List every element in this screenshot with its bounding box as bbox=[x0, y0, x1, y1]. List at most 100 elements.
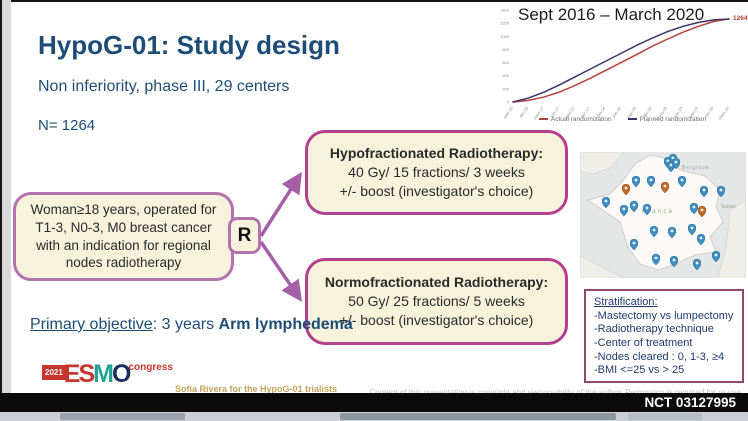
arm-normo-boost: +/- boost (investigator's choice) bbox=[339, 311, 534, 328]
map-pin-icon bbox=[700, 186, 708, 197]
nct-number: NCT 03127995 bbox=[644, 395, 736, 410]
timeline-segment[interactable] bbox=[628, 413, 702, 420]
svg-text:déc-16: déc-16 bbox=[518, 105, 530, 119]
map-pin-icon bbox=[632, 176, 640, 187]
stratification-item: -Radiotherapy technique bbox=[594, 323, 714, 336]
logo-letter: M bbox=[93, 360, 114, 388]
arm-normo-title: Normofractionated Radiotherapy: bbox=[324, 274, 549, 291]
esmo-congress-logo: 2021 ESMO congress bbox=[42, 362, 173, 387]
map-pin-highlight-icon bbox=[622, 184, 630, 195]
map-land-north bbox=[580, 152, 625, 175]
map-pin-icon bbox=[693, 259, 701, 270]
stratification-title: Stratification: bbox=[594, 296, 658, 308]
legend-label: Actual randomization bbox=[550, 116, 612, 123]
frame-left-edge bbox=[0, 0, 2, 421]
timeline-segment[interactable] bbox=[60, 413, 185, 420]
eligibility-criteria-text: Woman≥18 years, operated for T1-3, N0-3,… bbox=[30, 202, 217, 271]
nct-bar: NCT 03127995 bbox=[0, 393, 748, 412]
map-pin-icon bbox=[630, 239, 638, 250]
map-pin-icon bbox=[630, 201, 638, 212]
svg-text:déc-18: déc-18 bbox=[642, 105, 654, 119]
legend-swatch bbox=[627, 118, 637, 121]
video-timeline[interactable] bbox=[0, 412, 748, 421]
svg-text:1200: 1200 bbox=[500, 21, 510, 26]
map-france-shape bbox=[586, 154, 724, 271]
svg-text:0: 0 bbox=[507, 100, 510, 105]
stratification-item: -BMI <=25 vs > 25 bbox=[594, 364, 685, 377]
legend-item: Planned randomization bbox=[627, 116, 707, 123]
randomization-arrows bbox=[259, 172, 302, 302]
chart-legend: Actual randomization Planned randomizatio… bbox=[497, 116, 748, 123]
map-label-belgique: Belgique bbox=[682, 165, 710, 171]
arm-hypo-dose: 40 Gy/ 15 fractions/ 3 weeks bbox=[348, 164, 525, 181]
map-pin-highlight-icon bbox=[698, 206, 706, 217]
frame-left-gutter bbox=[2, 0, 11, 421]
svg-text:déc-19: déc-19 bbox=[703, 105, 715, 119]
frame-top-edge bbox=[0, 0, 748, 2]
presenter-credit: Sofia Rivera for the HypoG-01 trialists bbox=[175, 384, 338, 394]
legend-swatch bbox=[538, 118, 548, 121]
map-pin-icon bbox=[688, 224, 696, 235]
series-actual-randomization bbox=[512, 18, 730, 103]
map-pin-icon bbox=[717, 186, 725, 197]
svg-text:800: 800 bbox=[502, 47, 509, 52]
svg-text:1400: 1400 bbox=[500, 8, 510, 13]
logo-congress-suffix: congress bbox=[128, 362, 173, 373]
svg-text:600: 600 bbox=[502, 60, 509, 65]
stratification-box: Stratification: -Mastectomy vs lumpectom… bbox=[584, 289, 744, 383]
centers-map: France Belgique Suisse bbox=[580, 152, 746, 278]
map-label-suisse: Suisse bbox=[721, 204, 737, 210]
eligibility-criteria-box: Woman≥18 years, operated for T1-3, N0-3,… bbox=[13, 192, 234, 281]
primary-objective-mid: : 3 years bbox=[152, 316, 219, 333]
arm-hypo-boost: +/- boost (investigator's choice) bbox=[339, 182, 534, 199]
map-pin-highlight-icon bbox=[661, 182, 669, 193]
svg-text:400: 400 bbox=[502, 73, 509, 78]
svg-text:1000: 1000 bbox=[500, 34, 510, 39]
map-pin-icon bbox=[670, 256, 678, 267]
logo-letter: E bbox=[63, 360, 81, 388]
arrow-to-hypo bbox=[259, 172, 302, 237]
slide-title: HypoG-01: Study design bbox=[38, 30, 340, 60]
arm-hypofractionated-box: Hypofractionated Radiotherapy: 40 Gy/ 15… bbox=[305, 130, 568, 215]
randomization-label: R bbox=[237, 224, 252, 246]
svg-text:déc-17: déc-17 bbox=[580, 105, 592, 119]
map-pin-icon bbox=[620, 205, 628, 216]
slide-subtitle: Non inferiority, phase III, 29 centers bbox=[38, 78, 290, 95]
map-pin-icon bbox=[602, 197, 610, 208]
copyright-notice: Content of this presentation is copyrigh… bbox=[369, 388, 743, 397]
map-pin-icon bbox=[643, 204, 651, 215]
stratification-item: -Center of treatment bbox=[594, 336, 693, 349]
series-planned-randomization bbox=[512, 18, 730, 103]
legend-item: Actual randomization bbox=[538, 116, 612, 123]
arrow-to-normo bbox=[259, 241, 302, 302]
map-pin-icon bbox=[668, 227, 676, 238]
randomization-box: R bbox=[228, 217, 261, 254]
map-label-france: France bbox=[642, 208, 675, 215]
stratification-item: -Mastectomy vs lumpectomy bbox=[594, 309, 734, 322]
esmo-wordmark: ESMO bbox=[63, 360, 132, 388]
svg-text:200: 200 bbox=[502, 86, 509, 91]
arm-normofractionated-box: Normofractionated Radiotherapy: 50 Gy/ 2… bbox=[305, 258, 568, 345]
chart-title: Sept 2016 – March 2020 bbox=[518, 5, 705, 24]
map-pin-icon bbox=[678, 176, 686, 187]
map-pin-icon bbox=[672, 158, 680, 169]
map-pin-icon bbox=[712, 251, 720, 262]
logo-letter: S bbox=[78, 360, 95, 388]
map-pin-icon bbox=[650, 226, 658, 237]
map-pin-icon bbox=[652, 254, 660, 265]
map-base bbox=[580, 152, 746, 278]
timeline-segment[interactable] bbox=[340, 413, 616, 420]
svg-text:1264: 1264 bbox=[733, 15, 748, 22]
legend-label: Planned randomization bbox=[639, 116, 707, 123]
logo-year-badge: 2021 bbox=[42, 365, 66, 380]
primary-objective-value: Arm lymphedema bbox=[218, 316, 353, 333]
map-pin-icon bbox=[697, 234, 705, 245]
map-land-southwest bbox=[580, 255, 625, 278]
map-pin-icon bbox=[647, 176, 655, 187]
arm-normo-dose: 50 Gy/ 25 fractions/ 5 weeks bbox=[348, 293, 525, 310]
enrollment-count: N= 1264 bbox=[38, 117, 96, 134]
map-land-east bbox=[717, 199, 746, 278]
map-pin-icon bbox=[690, 203, 698, 214]
